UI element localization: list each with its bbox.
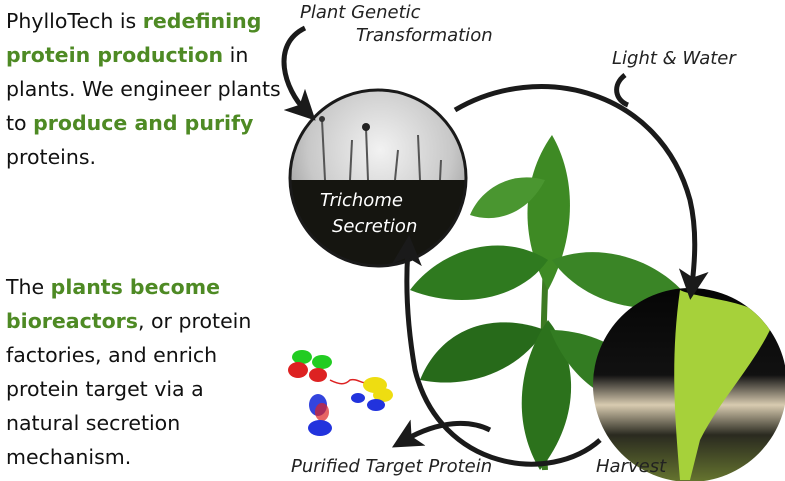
label-harvest: Harvest	[596, 456, 667, 477]
cycle-arrows	[281, 25, 709, 467]
arrow-purified	[391, 419, 492, 448]
trichome-circle	[288, 88, 468, 268]
text: , or protein factories, and enrich prote…	[6, 309, 252, 469]
arrow-to-harvest	[453, 84, 709, 300]
label-purified-target-protein: Purified Target Protein	[291, 456, 492, 477]
bioreactor-paragraph: The plants become bioreactors, or protei…	[6, 270, 281, 474]
label-light-water: Light & Water	[612, 48, 737, 69]
text: PhylloTech is	[6, 9, 143, 33]
text: in plants. We engineer plants to	[6, 43, 281, 135]
label-plant-genetic: Plant Genetic	[300, 2, 421, 23]
label-transformation: Transformation	[356, 25, 493, 46]
intro-paragraph: PhylloTech is redefining protein product…	[6, 4, 281, 174]
highlight-text: plants become bioreactors	[6, 275, 221, 333]
arrow-to-trichome	[391, 235, 602, 467]
arrow-genetic	[281, 25, 316, 121]
trichome-photo	[290, 90, 466, 266]
arrow-light	[614, 73, 630, 108]
text: The	[6, 275, 51, 299]
label-trichome: Trichome	[320, 190, 403, 211]
highlight-text: redefining protein production	[6, 9, 262, 67]
label-secretion: Secretion	[332, 216, 417, 237]
harvest-photo	[593, 288, 785, 481]
protein-structure-image	[288, 350, 393, 436]
highlight-text: produce and purify	[33, 111, 254, 135]
text: proteins.	[6, 145, 97, 169]
